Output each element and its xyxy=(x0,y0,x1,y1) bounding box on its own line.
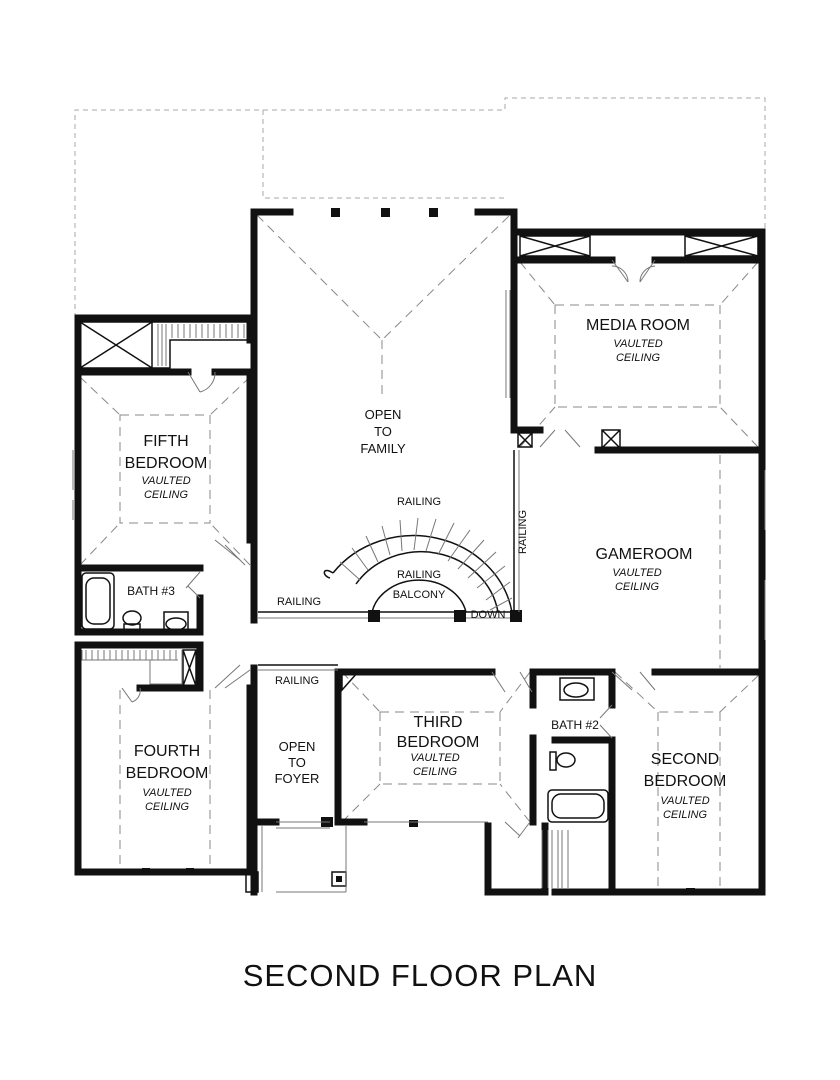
railing-label-top: RAILING xyxy=(396,496,442,508)
gameroom-label: GAMEROOM xyxy=(595,546,693,563)
open-to-foyer-line3: FOYER xyxy=(274,771,320,786)
fifth-bedroom-label-1: FIFTH xyxy=(143,433,189,450)
railings xyxy=(258,290,520,671)
open-to-family-line2: TO xyxy=(374,424,392,439)
fifth-bedroom-label-2: BEDROOM xyxy=(124,455,208,472)
railing-label-vertical: RAILING xyxy=(517,509,530,555)
down-label: DOWN xyxy=(470,609,506,621)
balcony-label: BALCONY xyxy=(392,589,446,601)
vaulted-ceiling-lines xyxy=(79,214,763,890)
open-to-foyer-line1: OPEN xyxy=(278,739,316,754)
open-to-foyer-line2: TO xyxy=(288,755,306,770)
exterior-outline xyxy=(74,97,766,318)
second-bedroom-vaulted: VAULTED xyxy=(660,795,710,807)
third-bedroom-ceiling: CEILING xyxy=(412,766,458,778)
fourth-bedroom-label-2: BEDROOM xyxy=(125,765,209,782)
railing-label-foyer: RAILING xyxy=(274,675,320,687)
curved-stair xyxy=(323,517,513,613)
railing-label-left: RAILING xyxy=(276,596,322,608)
bath-2-label: BATH #2 xyxy=(551,718,599,732)
media-room-vaulted: VAULTED xyxy=(613,338,663,350)
closets xyxy=(79,235,759,893)
plan-title: SECOND FLOOR PLAN xyxy=(242,958,598,993)
gameroom-vaulted: VAULTED xyxy=(612,567,662,579)
fourth-bedroom-ceiling: CEILING xyxy=(144,801,190,813)
railing-label-stair: RAILING xyxy=(396,569,442,581)
third-bedroom-label-2: BEDROOM xyxy=(396,734,480,751)
second-bedroom-ceiling: CEILING xyxy=(662,809,708,821)
media-room-ceiling: CEILING xyxy=(615,352,661,364)
open-to-family-line1: OPEN xyxy=(364,407,402,422)
doors xyxy=(72,259,766,893)
fifth-bedroom-ceiling: CEILING xyxy=(143,489,189,501)
media-room-label: MEDIA ROOM xyxy=(585,317,691,334)
fixtures xyxy=(81,572,609,823)
gameroom-ceiling: CEILING xyxy=(614,581,660,593)
fourth-bedroom-vaulted: VAULTED xyxy=(142,787,192,799)
second-bedroom-label-2: BEDROOM xyxy=(643,773,727,790)
second-bedroom-label-1: SECOND xyxy=(650,751,720,768)
bath-3-label: BATH #3 xyxy=(127,584,175,598)
third-bedroom-label-1: THIRD xyxy=(413,714,463,731)
third-bedroom-vaulted: VAULTED xyxy=(410,752,460,764)
fifth-bedroom-vaulted: VAULTED xyxy=(141,475,191,487)
fourth-bedroom-label-1: FOURTH xyxy=(133,743,201,760)
open-to-family-line3: FAMILY xyxy=(360,441,406,456)
